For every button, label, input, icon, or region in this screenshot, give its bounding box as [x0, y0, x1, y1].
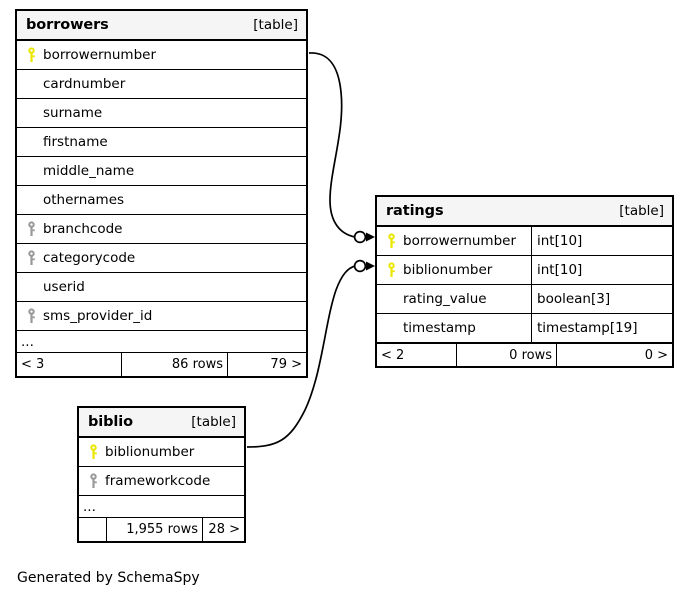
prev-page-link[interactable]: < 2	[381, 347, 405, 363]
column-type: int[10]	[531, 227, 672, 255]
column-name: frameworkcode	[105, 473, 211, 489]
row-count: 0 rows	[456, 344, 556, 366]
foreign-key-icon	[79, 473, 105, 489]
column-type: timestamp[19]	[531, 314, 672, 342]
table-biblio[interactable]: biblio [table] biblionumber frameworkcod…	[77, 406, 246, 543]
table-row[interactable]: timestamp timestamp[19]	[377, 314, 672, 343]
table-borrowers[interactable]: borrowers [table] borrowernumber cardnum…	[15, 9, 308, 378]
column-name: surname	[43, 105, 103, 121]
table-row[interactable]: biblionumber int[10]	[377, 256, 672, 285]
table-row[interactable]: othernames	[17, 186, 306, 215]
table-row[interactable]: categorycode	[17, 244, 306, 273]
column-name: rating_value	[403, 291, 487, 307]
primary-key-icon	[79, 444, 105, 460]
table-ratings[interactable]: ratings [table] borrowernumber int[10] b…	[375, 195, 674, 368]
column-name: biblionumber	[105, 444, 195, 460]
column-name: biblionumber	[403, 262, 493, 278]
table-biblio-name: biblio	[88, 414, 134, 430]
table-row[interactable]: cardnumber	[17, 70, 306, 99]
row-count: 1,955 rows	[106, 518, 202, 541]
table-row[interactable]: frameworkcode	[79, 467, 244, 496]
table-row[interactable]: biblionumber	[79, 438, 244, 467]
column-name: othernames	[43, 192, 125, 208]
column-type: int[10]	[531, 256, 672, 284]
edge-biblio-ratings-zero-marker	[353, 259, 367, 273]
table-biblio-footer: 1,955 rows 28 >	[79, 518, 244, 541]
table-biblio-header: biblio [table]	[79, 408, 244, 438]
table-ratings-name: ratings	[386, 203, 444, 219]
column-name: cardnumber	[43, 76, 126, 92]
foreign-key-icon	[17, 221, 43, 237]
next-page-link[interactable]: 0 >	[556, 344, 672, 366]
table-row[interactable]: userid	[17, 273, 306, 302]
table-row[interactable]: firstname	[17, 128, 306, 157]
column-type: boolean[3]	[531, 285, 672, 313]
next-page-link[interactable]: 79 >	[227, 353, 306, 376]
column-name: categorycode	[43, 250, 136, 266]
prev-page-link[interactable]	[79, 518, 106, 541]
table-row[interactable]: rating_value boolean[3]	[377, 285, 672, 314]
table-ratings-header: ratings [table]	[377, 197, 672, 227]
column-name: middle_name	[43, 163, 135, 179]
table-row[interactable]: borrowernumber	[17, 41, 306, 70]
table-row[interactable]: branchcode	[17, 215, 306, 244]
table-row[interactable]: middle_name	[17, 157, 306, 186]
primary-key-icon	[377, 233, 403, 249]
edge-biblio-ratings-arrowhead	[366, 261, 375, 271]
column-name: sms_provider_id	[43, 308, 153, 324]
generated-by-note: Generated by SchemaSpy	[17, 570, 200, 586]
table-row[interactable]: borrowernumber int[10]	[377, 227, 672, 256]
table-borrowers-footer: < 3 86 rows 79 >	[17, 353, 306, 376]
table-borrowers-type: [table]	[253, 17, 298, 33]
column-name: firstname	[43, 134, 108, 150]
table-row[interactable]: surname	[17, 99, 306, 128]
table-ratings-type: [table]	[619, 203, 664, 219]
table-borrowers-name: borrowers	[26, 17, 109, 33]
primary-key-icon	[17, 47, 43, 63]
primary-key-icon	[377, 262, 403, 278]
table-biblio-type: [table]	[191, 414, 236, 430]
edge-borrowers-ratings	[308, 52, 356, 238]
table-borrowers-header: borrowers [table]	[17, 11, 306, 41]
row-count: 86 rows	[121, 353, 227, 376]
edge-borrowers-ratings-zero-marker	[353, 230, 367, 244]
more-columns-indicator: ...	[79, 496, 244, 518]
foreign-key-icon	[17, 250, 43, 266]
foreign-key-icon	[17, 308, 43, 324]
table-row[interactable]: sms_provider_id	[17, 302, 306, 331]
column-name: userid	[43, 279, 85, 295]
column-name: branchcode	[43, 221, 123, 237]
more-columns-indicator: ...	[17, 331, 306, 353]
column-name: timestamp	[403, 320, 476, 336]
column-name: borrowernumber	[43, 47, 157, 63]
table-ratings-footer: < 2 0 rows 0 >	[377, 343, 672, 366]
next-page-link[interactable]: 28 >	[202, 518, 244, 541]
column-name: borrowernumber	[403, 233, 517, 249]
edge-borrowers-ratings-arrowhead	[366, 232, 375, 242]
prev-page-link[interactable]: < 3	[21, 357, 45, 372]
